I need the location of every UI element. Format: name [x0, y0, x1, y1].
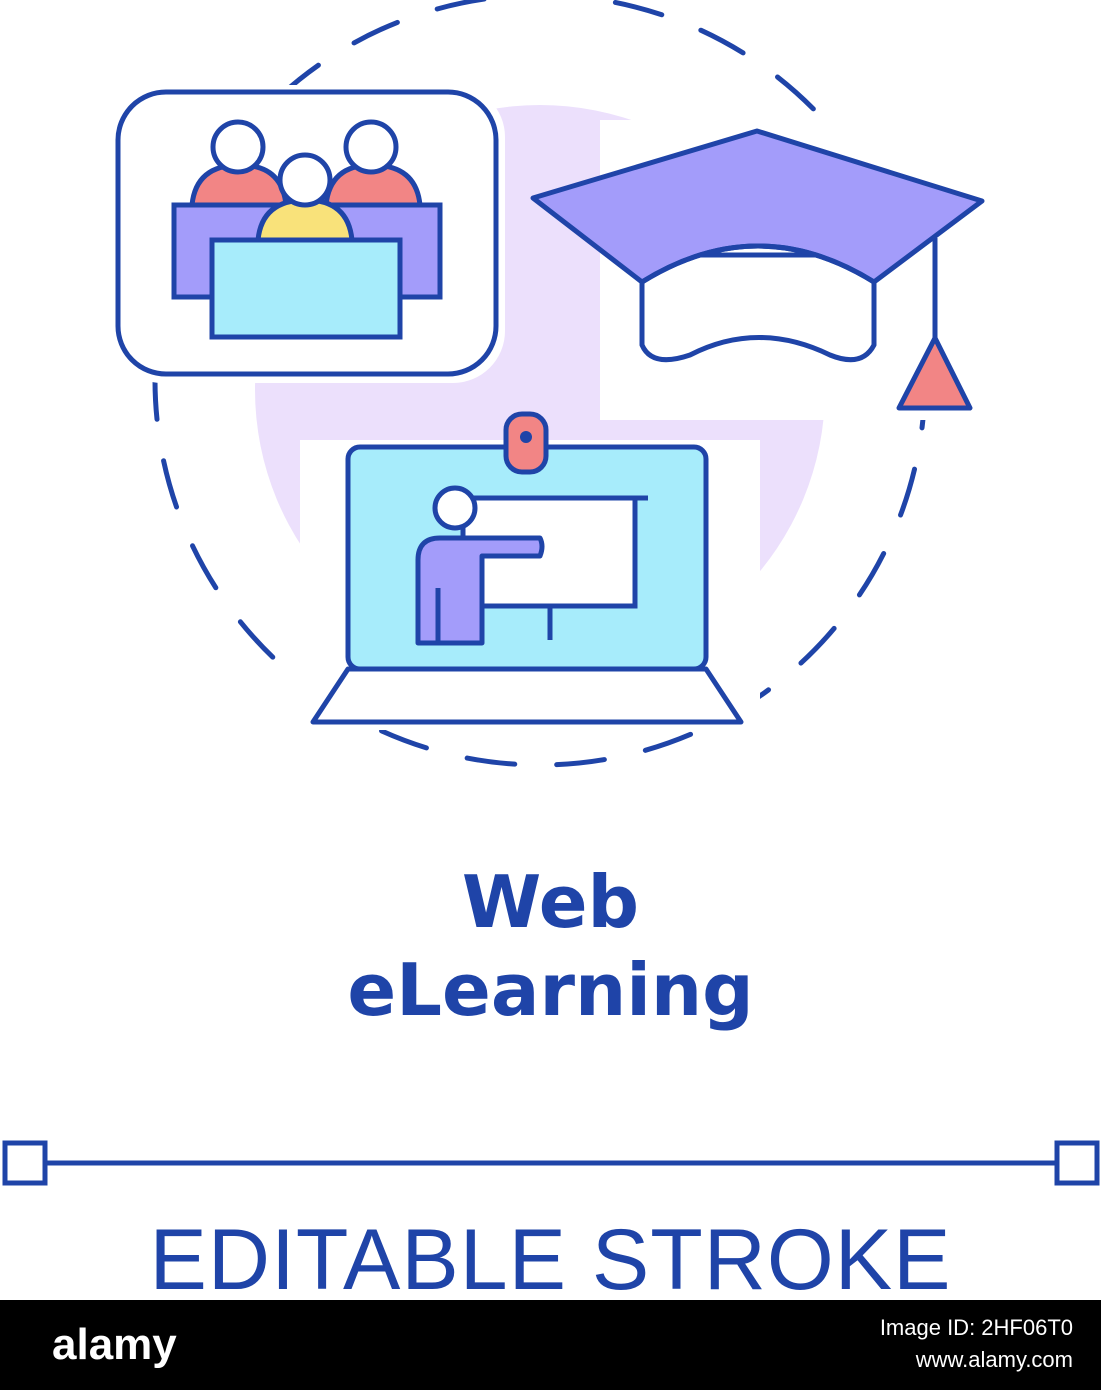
- students-audience-icon: [115, 89, 499, 377]
- laptop-teacher-icon: [300, 440, 760, 730]
- editable-stroke-handle: [2, 1140, 1100, 1186]
- web-elearning-illustration: [2, 0, 1100, 1186]
- page-title-line-1: Web: [461, 860, 640, 944]
- webcam-icon: [503, 411, 549, 475]
- footer-bar: alamy Image ID: 2HF06T0 www.alamy.com: [0, 1300, 1101, 1390]
- page-title-line-2: eLearning: [347, 948, 754, 1032]
- image-id-label: Image ID: 2HF06T0: [879, 1315, 1073, 1340]
- image-meta: Image ID: 2HF06T0 www.alamy.com: [880, 1312, 1073, 1376]
- graduation-cap-icon: [530, 120, 990, 420]
- brand-logo: alamy: [52, 1320, 177, 1369]
- site-link[interactable]: www.alamy.com: [915, 1347, 1073, 1372]
- editable-stroke-caption: EDITABLE STROKE: [149, 1212, 952, 1308]
